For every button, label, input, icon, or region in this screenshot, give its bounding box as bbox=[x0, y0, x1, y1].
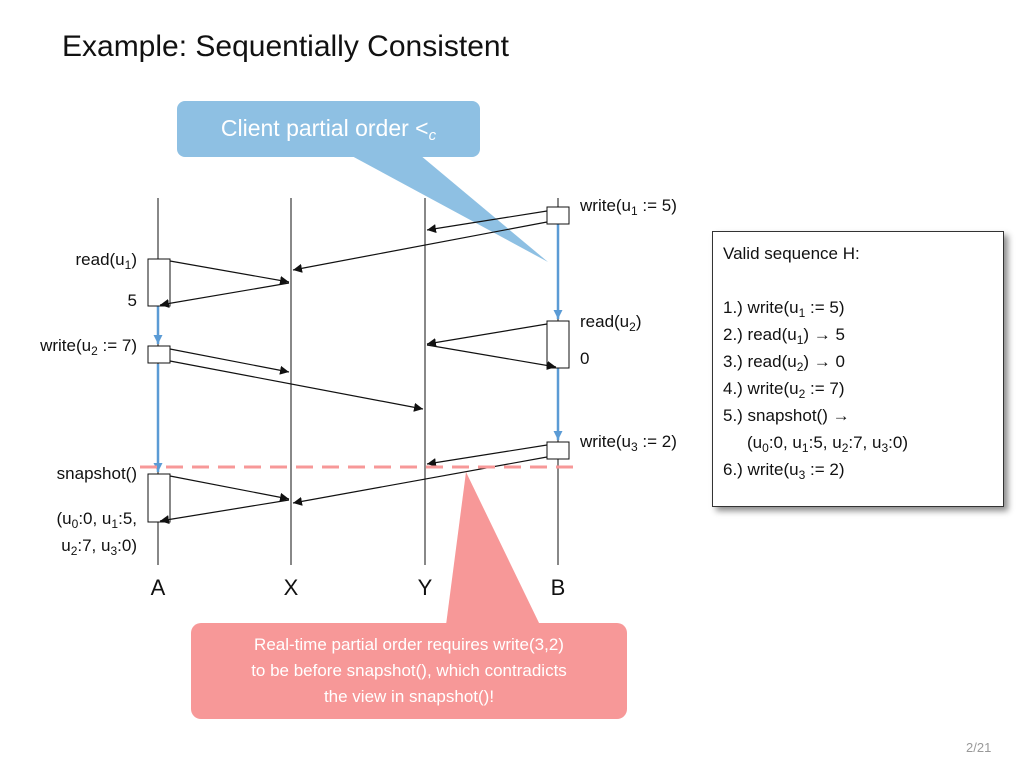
msg-b-read-req bbox=[426, 323, 548, 347]
msg-b-w3-to-x bbox=[292, 456, 548, 506]
realtime-callout-line: the view in snapshot()! bbox=[323, 687, 495, 706]
actor-label-y: Y bbox=[417, 575, 433, 600]
b-write1-label: write(u1 := 5) bbox=[580, 196, 677, 218]
msg-b-w3-to-y bbox=[426, 444, 548, 468]
op-box-b-write3 bbox=[546, 441, 570, 460]
op-box-a-read bbox=[147, 258, 171, 307]
realtime-order-callout: Real-time partial order requires write(3… bbox=[191, 623, 627, 719]
realtime-callout-line: Real-time partial order requires write(3… bbox=[254, 635, 564, 654]
realtime-callout-pointer bbox=[446, 472, 540, 625]
slide-title: Example: Sequentially Consistent bbox=[62, 30, 509, 63]
b-write3-label: write(u3 := 2) bbox=[580, 432, 677, 454]
msg-a-read-req bbox=[169, 260, 290, 285]
client-callout-pointer bbox=[350, 155, 548, 262]
b-read-result: 0 bbox=[580, 349, 590, 368]
valid-sequence-item: 1.) write(u1 := 5) bbox=[723, 298, 845, 320]
op-box-b-read bbox=[546, 320, 570, 369]
b-read-label: read(u2) bbox=[580, 312, 642, 334]
msg-a-w2-to-y bbox=[169, 360, 424, 412]
realtime-callout-line: to be before snapshot(), which contradic… bbox=[251, 661, 567, 680]
msg-a-read-resp bbox=[159, 282, 290, 308]
op-box-a-write bbox=[147, 345, 171, 364]
msg-b-read-resp bbox=[426, 344, 557, 370]
msg-b-w1-to-x bbox=[292, 221, 548, 273]
valid-sequence-item: 6.) write(u3 := 2) bbox=[723, 460, 845, 482]
a-read-result: 5 bbox=[127, 291, 137, 310]
valid-sequence-item-continuation: (u0:0, u1:5, u2:7, u3:0) bbox=[747, 433, 908, 455]
actor-label-a: A bbox=[150, 575, 166, 600]
client-callout-text: Client partial order < bbox=[220, 115, 429, 141]
client-callout-sub: c bbox=[428, 127, 437, 144]
msg-b-w1-to-y bbox=[426, 210, 548, 234]
valid-sequence-item: 5.) snapshot() → bbox=[723, 406, 850, 425]
op-box-a-snapshot bbox=[147, 473, 171, 523]
page-number: 2/21 bbox=[966, 740, 992, 755]
valid-sequence-item: 3.) read(u2) → 0 bbox=[723, 352, 845, 374]
valid-sequence-item: 2.) read(u1) → 5 bbox=[723, 325, 845, 347]
actor-label-b: B bbox=[550, 575, 566, 600]
msg-a-snap-req bbox=[169, 475, 290, 502]
a-write-label: write(u2 := 7) bbox=[40, 336, 137, 358]
client-order-callout: Client partial order <c bbox=[177, 101, 480, 157]
msg-a-snap-resp bbox=[159, 499, 290, 524]
a-snapshot-label: snapshot() bbox=[56, 464, 137, 483]
actor-label-x: X bbox=[283, 575, 299, 600]
valid-sequence-heading: Valid sequence H: bbox=[723, 244, 860, 263]
valid-sequence-item: 4.) write(u2 := 7) bbox=[723, 379, 845, 401]
a-snapshot-result-line2: u2:7, u3:0) bbox=[61, 536, 137, 558]
a-read-label: read(u1) bbox=[75, 250, 138, 272]
a-snapshot-result-line1: (u0:0, u1:5, bbox=[56, 509, 138, 531]
valid-sequence-box: Valid sequence H: 1.) write(u1 := 5) 2.)… bbox=[712, 231, 1004, 507]
op-box-b-write1 bbox=[546, 206, 570, 225]
msg-a-w2-to-x bbox=[169, 348, 290, 375]
